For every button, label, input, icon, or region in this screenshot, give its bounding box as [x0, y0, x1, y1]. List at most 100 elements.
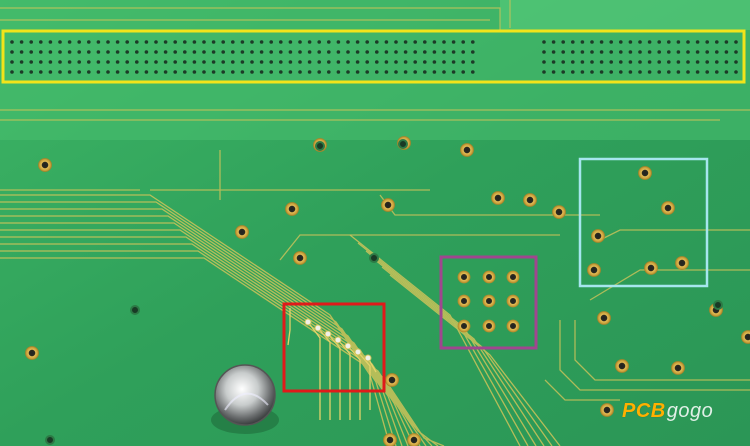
header-hole	[96, 40, 101, 44]
header-hole	[259, 50, 264, 54]
header-hole	[259, 70, 264, 74]
header-hole	[571, 50, 575, 54]
header-hole	[403, 40, 408, 44]
via	[523, 193, 537, 207]
header-hole	[413, 50, 418, 54]
header-hole	[327, 60, 331, 64]
header-hole	[39, 50, 43, 54]
header-hole	[551, 60, 556, 64]
header-hole	[77, 50, 81, 54]
header-hole	[67, 50, 72, 54]
header-hole	[619, 70, 623, 74]
header-pin-holes	[10, 40, 738, 74]
header-hole	[551, 50, 556, 54]
header-hole	[542, 60, 546, 64]
header-hole	[154, 40, 158, 44]
header-hole	[561, 40, 565, 44]
fine-traces	[287, 308, 377, 420]
header-hole	[58, 60, 62, 64]
grid-pad	[457, 294, 471, 308]
via	[38, 158, 52, 172]
via	[381, 198, 395, 212]
trace-line	[389, 274, 561, 446]
header-hole	[29, 50, 33, 54]
header-hole	[647, 60, 652, 64]
header-hole	[163, 40, 168, 44]
header-hole	[715, 60, 719, 64]
header-hole	[667, 40, 671, 44]
header-hole	[375, 60, 379, 64]
header-hole	[221, 50, 225, 54]
header-hole	[599, 50, 604, 54]
header-hole	[327, 40, 331, 44]
header-hole	[115, 70, 120, 74]
header-hole	[96, 70, 101, 74]
header-hole	[288, 60, 293, 64]
header-hole	[676, 60, 681, 64]
header-hole	[403, 50, 408, 54]
header-hole	[471, 70, 475, 74]
header-hole	[619, 60, 623, 64]
via-hole	[369, 253, 379, 263]
header-hole	[154, 50, 158, 54]
header-hole	[231, 60, 235, 64]
header-hole	[580, 50, 585, 54]
header-hole	[250, 70, 254, 74]
header-hole	[676, 50, 681, 54]
header-hole	[657, 40, 661, 44]
header-hole	[173, 60, 177, 64]
via	[591, 229, 605, 243]
header-hole	[106, 70, 110, 74]
header-hole	[336, 60, 341, 64]
header-hole	[192, 60, 197, 64]
connector-header-highlight	[1, 29, 746, 84]
header-hole	[375, 70, 379, 74]
header-hole	[403, 70, 408, 74]
header-hole	[551, 70, 556, 74]
header-hole	[686, 50, 690, 54]
via	[552, 205, 566, 219]
header-hole	[365, 40, 370, 44]
header-hole	[695, 60, 700, 64]
header-hole	[375, 50, 379, 54]
header-hole	[19, 60, 24, 64]
header-hole	[163, 70, 168, 74]
header-hole	[375, 40, 379, 44]
header-hole	[638, 70, 642, 74]
header-hole	[413, 40, 418, 44]
header-hole	[125, 60, 129, 64]
trace-line	[373, 258, 545, 446]
header-hole	[298, 40, 302, 44]
header-hole	[87, 70, 91, 74]
header-hole	[183, 60, 187, 64]
header-hole	[715, 40, 719, 44]
header-hole	[365, 70, 370, 74]
header-hole	[10, 50, 14, 54]
header-hole	[346, 40, 350, 44]
header-hole	[10, 70, 14, 74]
header-hole	[336, 50, 341, 54]
header-hole	[695, 50, 700, 54]
header-hole	[695, 70, 700, 74]
header-hole	[154, 70, 158, 74]
grid-pad	[482, 319, 496, 333]
header-hole	[67, 60, 72, 64]
trace-line	[0, 194, 391, 446]
header-hole	[106, 50, 110, 54]
header-hole	[173, 40, 177, 44]
trace-line	[0, 250, 439, 446]
header-hole	[279, 70, 283, 74]
via	[675, 256, 689, 270]
header-hole	[734, 40, 738, 44]
header-hole	[87, 60, 91, 64]
via	[293, 251, 307, 265]
watermark-part-b: gogo	[666, 399, 714, 422]
header-hole	[250, 60, 254, 64]
header-hole	[19, 40, 24, 44]
header-hole	[317, 70, 322, 74]
header-hole	[173, 50, 177, 54]
header-hole	[192, 40, 197, 44]
header-hole	[442, 50, 446, 54]
header-hole	[471, 50, 475, 54]
